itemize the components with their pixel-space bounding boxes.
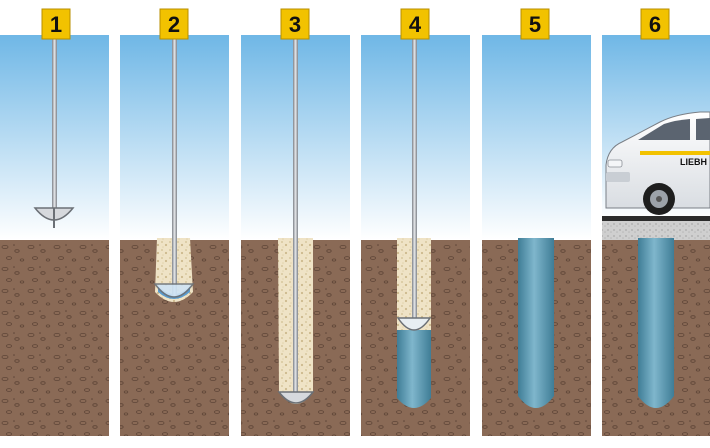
panel-step-1: 1 [0,8,109,436]
gravel-base [602,221,710,240]
auger-head [396,317,432,331]
concrete-column [397,330,431,408]
van-side-window [696,118,710,140]
step-number-3: 3 [289,12,301,37]
concrete-column [638,238,674,408]
auger-head [153,283,195,298]
step-number-5: 5 [529,12,541,37]
auger-head [33,207,75,228]
panel-step-3: 3 [241,8,350,436]
sky [482,35,591,240]
water-jet [158,286,190,299]
step-number-6: 6 [649,12,661,37]
auger-head [277,391,315,404]
drill-rod [172,38,177,296]
concrete-column [518,238,554,408]
step-badge-1: 1 [41,8,71,40]
step-badge-5: 5 [520,8,550,40]
panel-step-2: 2 [120,8,229,436]
step-badge-2: 2 [159,8,189,40]
step-badge-6: 6 [640,8,670,40]
van-wheel [643,183,675,215]
drill-rod [293,38,298,400]
van-headlight [607,159,623,168]
asphalt-road [602,216,710,221]
soil [0,240,109,436]
step-badge-3: 3 [280,8,310,40]
van-stripe [640,151,710,155]
step-badge-4: 4 [400,8,430,40]
panel-step-5: 5 [482,8,591,436]
step-number-4: 4 [409,12,422,37]
panel-step-4: 4 [361,8,470,436]
step-number-2: 2 [168,12,180,37]
drill-rod [52,38,57,208]
step-number-1: 1 [50,12,62,37]
van-windshield [638,119,690,140]
van-logo-text: LIEBH [680,157,707,167]
van-grille [606,172,630,182]
van: LIEBH [605,111,710,215]
panel-step-6: LIEBH 6 [602,8,710,436]
drill-rod [412,38,417,328]
